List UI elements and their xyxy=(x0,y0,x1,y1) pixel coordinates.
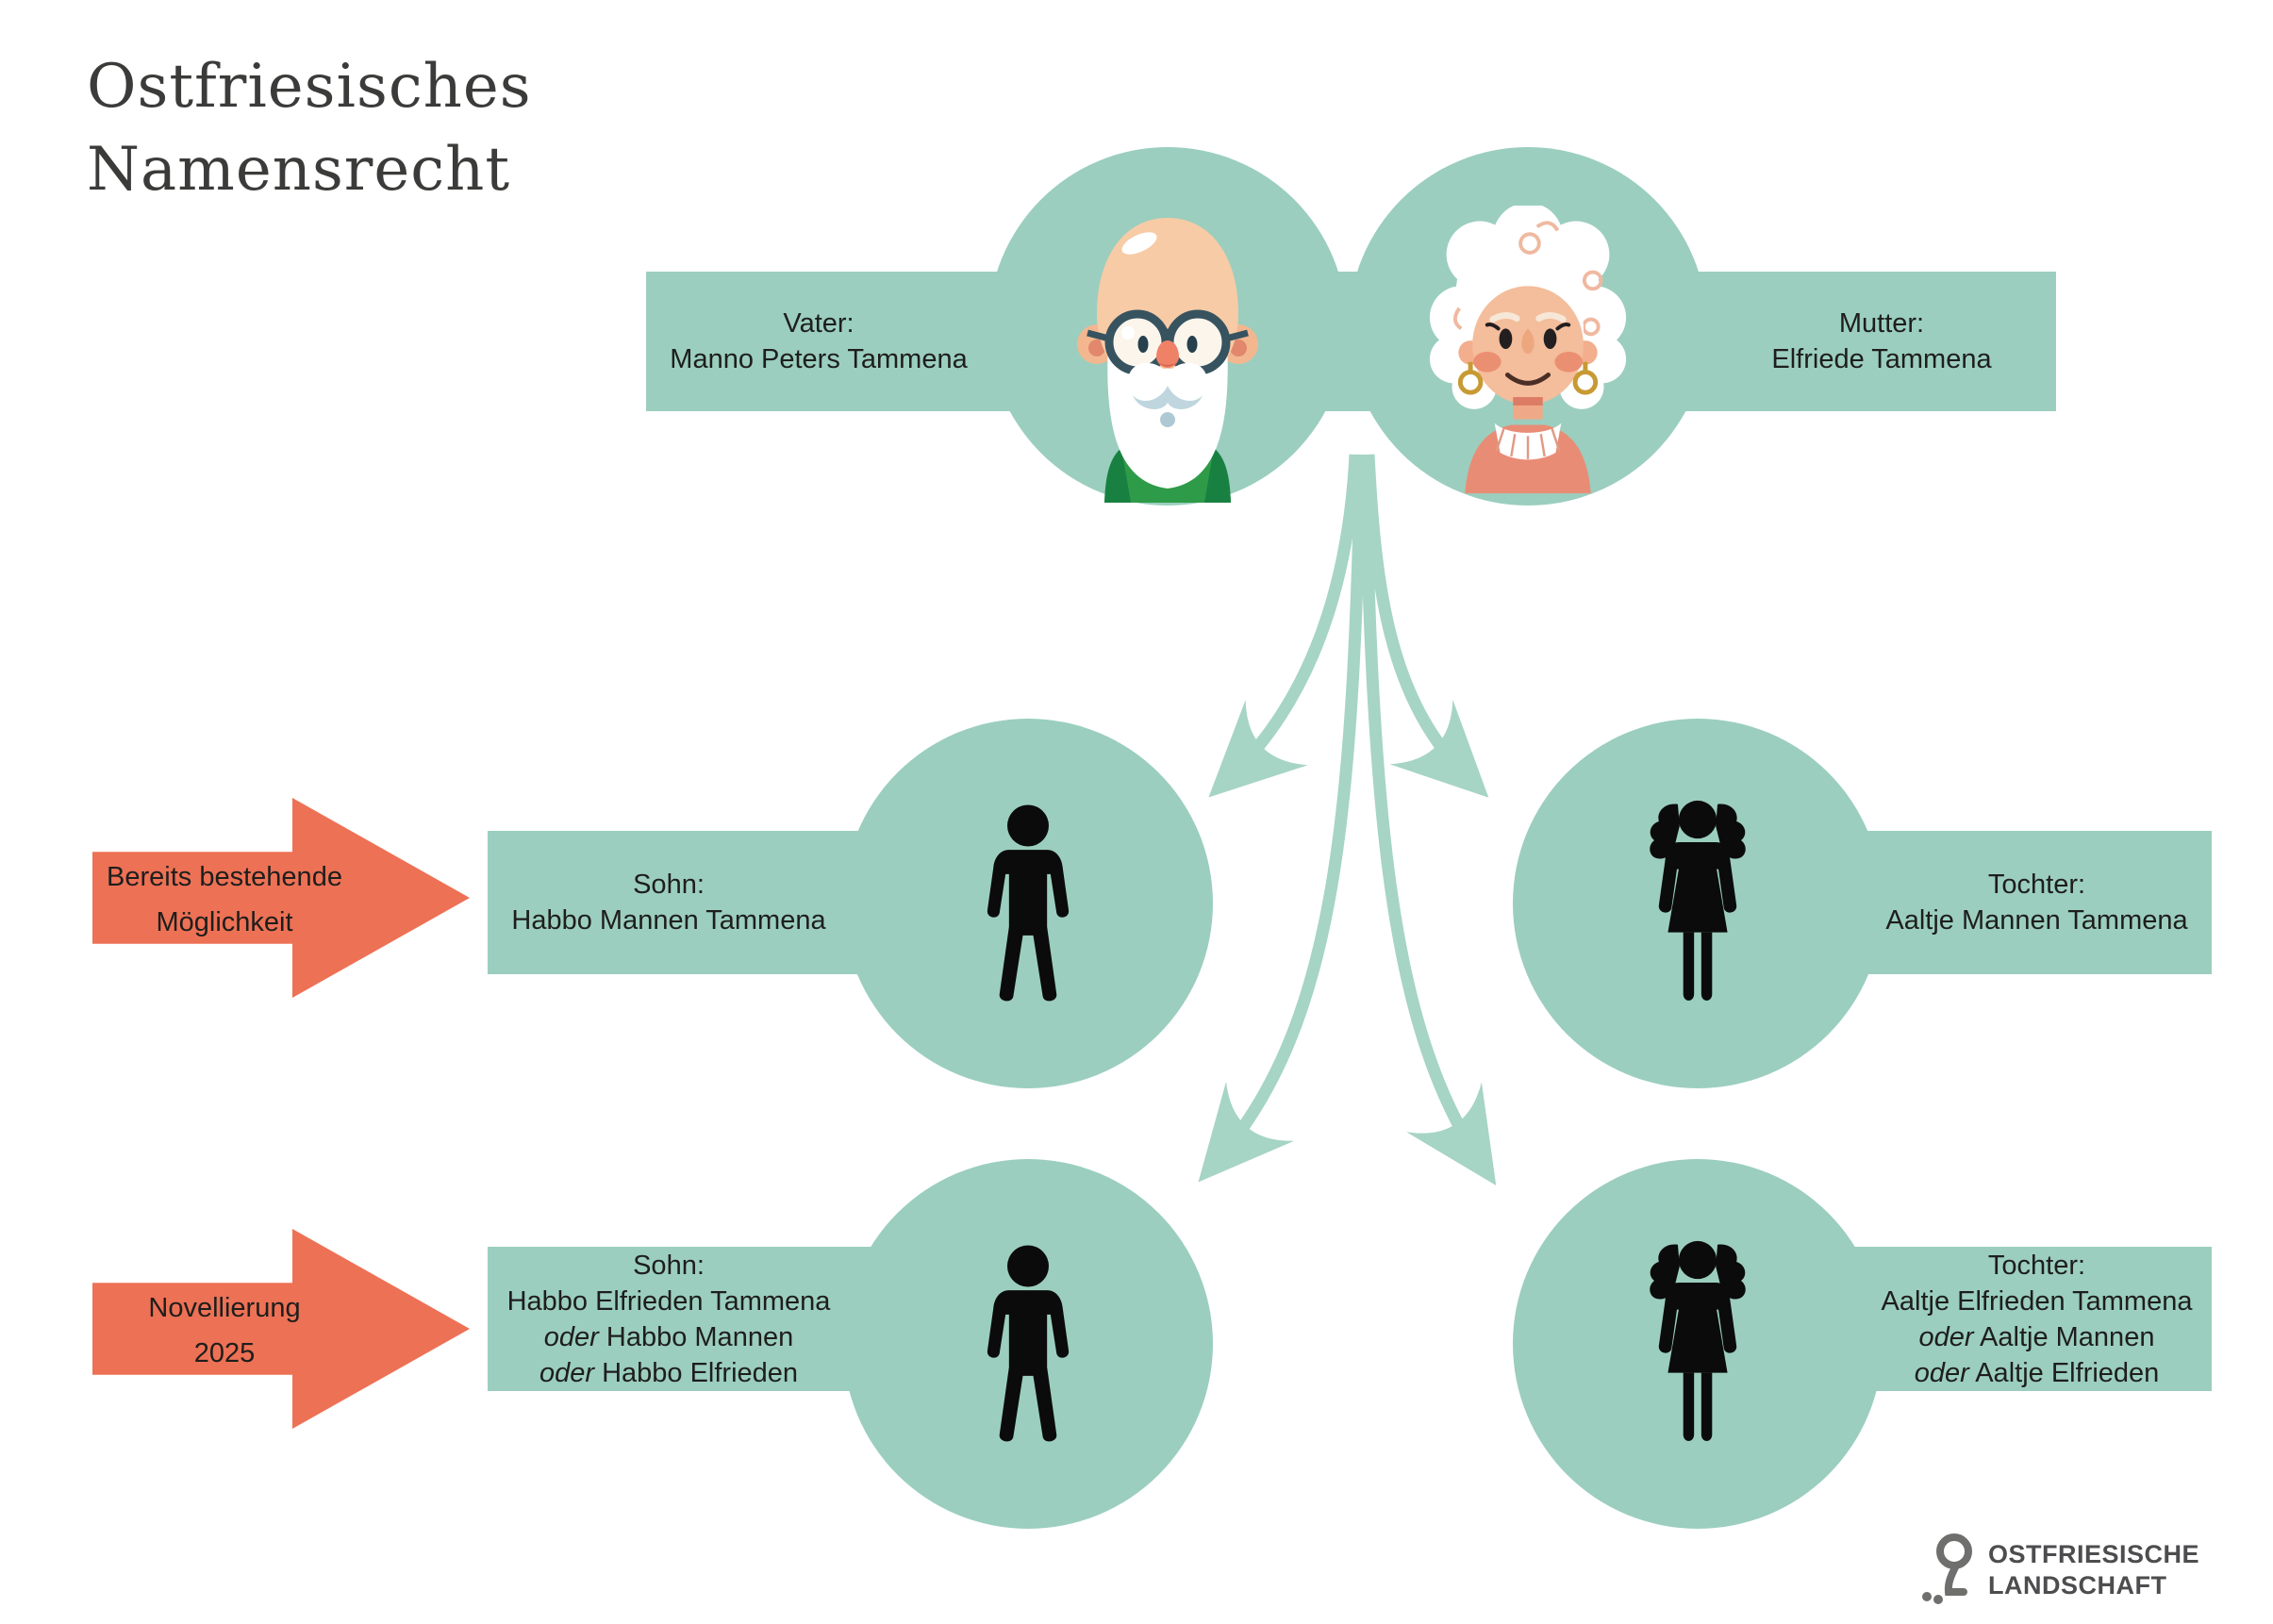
son2-name: Habbo Elfrieden Tammena xyxy=(506,1285,831,1317)
daughter2-alt2: oder Aaltje Elfrieden xyxy=(1914,1357,2160,1388)
logo-line1: OSTFRIESISCHE xyxy=(1988,1540,2200,1568)
elderly-woman-avatar-icon xyxy=(1429,206,1627,494)
logo-line2: LANDSCHAFT xyxy=(1988,1571,2167,1599)
boy-pictogram-icon xyxy=(987,804,1070,1002)
son1-name: Habbo Mannen Tammena xyxy=(511,905,826,936)
son1-label: Sohn: Habbo Mannen Tammena xyxy=(488,831,850,974)
daughter2-name: Aaltje Elfrieden Tammena xyxy=(1881,1285,2193,1317)
son2-label: Sohn: Habbo Elfrieden Tammena oder Habbo… xyxy=(488,1247,850,1391)
mother-name: Elfriede Tammena xyxy=(1771,344,1992,374)
daughter1-role: Tochter: xyxy=(1987,870,2086,900)
page-title: Ostfriesisches Namensrecht xyxy=(87,45,532,211)
father-label: Vater: Manno Peters Tammena xyxy=(646,272,991,411)
amendment-2025-arrow: Novellierung 2025 xyxy=(92,1229,470,1429)
son2-alt2: oder Habbo Elfrieden xyxy=(539,1357,799,1388)
father-name: Manno Peters Tammena xyxy=(670,344,968,374)
son2-role: Sohn: xyxy=(633,1250,705,1281)
daughter2-label: Tochter: Aaltje Elfrieden Tammena oder A… xyxy=(1862,1247,2212,1391)
father-role: Vater: xyxy=(783,308,854,339)
daughter1-name: Aaltje Mannen Tammena xyxy=(1885,905,2188,936)
mother-role: Mutter: xyxy=(1838,308,1925,339)
logo-wordmark: OSTFRIESISCHE LANDSCHAFT xyxy=(1988,1539,2199,1601)
ostfriesische-landschaft-logo-icon xyxy=(1922,1533,1972,1604)
son1-role: Sohn: xyxy=(633,870,705,900)
daughter1-label: Tochter: Aaltje Mannen Tammena xyxy=(1862,831,2212,974)
amendment-2025-arrow-label: Novellierung 2025 xyxy=(148,1293,301,1369)
elderly-man-avatar-icon xyxy=(1077,218,1258,503)
daughter2-role: Tochter: xyxy=(1987,1250,2086,1281)
mother-label: Mutter: Elfriede Tammena xyxy=(1707,272,2056,411)
existing-option-arrow-label: Bereits bestehende Möglichkeit xyxy=(107,862,342,938)
son1-bar xyxy=(488,831,905,974)
son2-alt1: oder Habbo Mannen xyxy=(543,1321,794,1352)
page-title-line2: Namensrecht xyxy=(87,135,511,205)
son2-bar xyxy=(488,1247,905,1391)
girl-pictogram-icon xyxy=(1650,1240,1746,1441)
existing-option-arrow: Bereits bestehende Möglichkeit xyxy=(92,798,470,998)
daughter2-alt1: oder Aaltje Mannen xyxy=(1918,1321,2155,1352)
page-title-line1: Ostfriesisches xyxy=(87,52,532,122)
girl-pictogram-icon xyxy=(1650,800,1746,1001)
boy-pictogram-icon xyxy=(987,1245,1070,1442)
